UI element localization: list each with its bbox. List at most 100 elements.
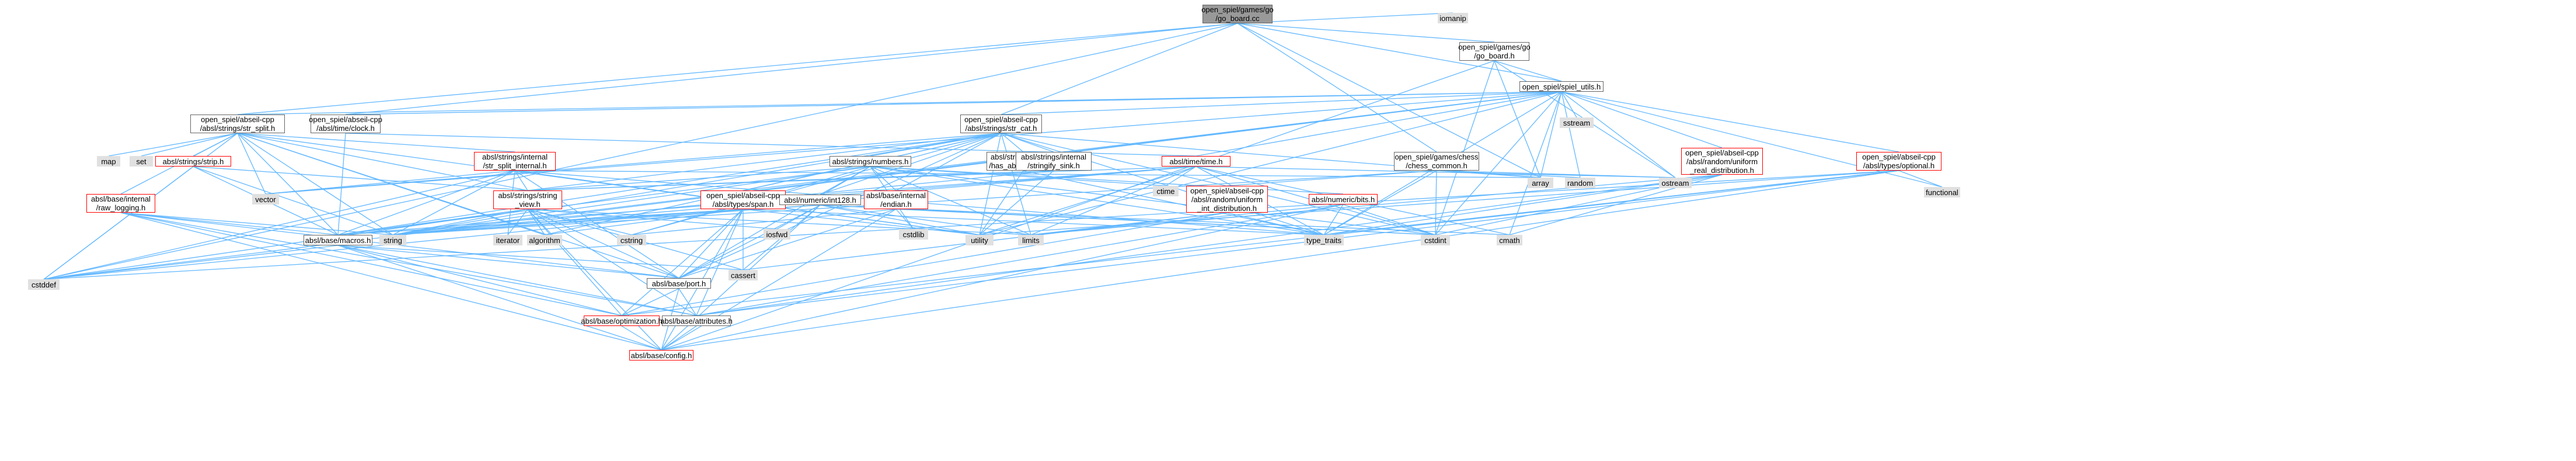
node-port[interactable]: absl/base/port.h: [647, 278, 711, 289]
edge-str_split-to-set: [141, 133, 238, 157]
node-cstdint[interactable]: cstdint: [1421, 235, 1450, 245]
node-label-line: open_spiel/abseil-cpp: [201, 115, 274, 124]
node-chess-common[interactable]: open_spiel/games/chess/chess_common.h: [1394, 152, 1479, 171]
node-optional[interactable]: open_spiel/abseil-cpp/absl/types/optiona…: [1856, 152, 1941, 171]
node-config[interactable]: absl/base/config.h: [629, 350, 693, 361]
node-random[interactable]: random: [1565, 178, 1595, 188]
node-array[interactable]: array: [1528, 178, 1553, 188]
edge-optional-to-functional: [1898, 170, 1943, 188]
edge-attributes-to-config: [661, 325, 697, 351]
edge-root-to-go_board_h: [1237, 23, 1495, 43]
edge-string_view-to-macros: [337, 209, 528, 235]
node-set[interactable]: set: [130, 156, 153, 167]
node-uniform-int-distribution[interactable]: open_spiel/abseil-cpp/absl/random/unifor…: [1186, 186, 1268, 213]
node-label-line: /go_board.h: [1474, 51, 1515, 60]
edge-int128-to-limits: [820, 204, 1031, 235]
edge-root-to-str_cat: [1001, 23, 1238, 115]
node-str-cat[interactable]: open_spiel/abseil-cpp/absl/strings/str_c…: [960, 115, 1042, 133]
edge-endian-to-cstring: [631, 209, 897, 235]
edge-chess_common-to-uniform_int: [1226, 170, 1437, 186]
node-iosfwd[interactable]: iosfwd: [764, 229, 790, 240]
node-str-split-internal[interactable]: absl/strings/internal/str_split_internal…: [474, 152, 556, 171]
edge-raw_logging-to-optimization: [120, 212, 622, 316]
edge-bits-to-cstdint: [1343, 204, 1436, 235]
node-label-line: absl/time/time.h: [1169, 157, 1223, 166]
node-label-line: absl/base/port.h: [651, 279, 706, 288]
node-go-board-cc[interactable]: open_spiel/games/go/go_board.cc: [1201, 5, 1274, 23]
node-cstdlib[interactable]: cstdlib: [899, 229, 928, 240]
node-label-line: open_spiel/games/chess: [1395, 152, 1479, 161]
edge-has_stringify-to-type_traits: [1023, 170, 1324, 235]
node-endian[interactable]: absl/base/internal/endian.h: [864, 190, 928, 209]
node-strip[interactable]: absl/strings/strip.h: [155, 156, 231, 167]
edge-str_split_internal-to-macros: [337, 170, 515, 235]
node-map[interactable]: map: [97, 156, 120, 167]
node-label-line: /absl/strings/str_cat.h: [965, 124, 1037, 133]
node-bits[interactable]: absl/numeric/bits.h: [1309, 194, 1378, 204]
edge-spiel_utils-to-time_clock: [345, 91, 1562, 115]
edge-spiel_utils-to-str_cat: [1001, 91, 1562, 115]
node-ostream[interactable]: ostream: [1659, 178, 1692, 188]
node-int128[interactable]: absl/numeric/int128.h: [779, 195, 861, 205]
node-vector[interactable]: vector: [252, 194, 279, 204]
edge-spiel_utils-to-time: [1195, 91, 1562, 157]
edge-string_view-to-port: [527, 209, 679, 279]
node-label-line: _int_distribution.h: [1197, 203, 1257, 213]
node-string-view[interactable]: absl/strings/string_view.h: [493, 190, 562, 209]
node-go-board-h[interactable]: open_spiel/games/go/go_board.h: [1458, 42, 1531, 61]
node-iterator[interactable]: iterator: [493, 235, 522, 245]
edge-string_view-to-config: [527, 209, 662, 351]
node-macros[interactable]: absl/base/macros.h: [304, 235, 372, 245]
node-label-line: absl/numeric/int128.h: [784, 195, 856, 204]
node-numbers[interactable]: absl/strings/numbers.h: [829, 156, 911, 167]
edge-chess_common-to-type_traits: [1323, 170, 1437, 235]
node-cstddef[interactable]: cstddef: [28, 279, 60, 290]
node-time[interactable]: absl/time/time.h: [1162, 156, 1231, 167]
node-label-line: cassert: [731, 271, 755, 280]
node-iomanip[interactable]: iomanip: [1438, 13, 1468, 23]
edge-stringify_sink-to-utility: [979, 170, 1054, 235]
node-time-clock[interactable]: open_spiel/abseil-cpp/absl/time/clock.h: [309, 115, 382, 133]
node-label-line: cstdint: [1424, 235, 1446, 245]
node-algorithm[interactable]: algorithm: [527, 235, 562, 245]
node-label-line: absl/base/attributes.h: [660, 316, 733, 325]
node-ctime[interactable]: ctime: [1153, 186, 1179, 196]
edge-uniform_int-to-type_traits: [1226, 212, 1324, 235]
node-label-line: cstdlib: [902, 230, 925, 239]
node-stringify-sink[interactable]: absl/strings/internal/stringify_sink.h: [1016, 152, 1092, 171]
node-utility[interactable]: utility: [965, 235, 994, 245]
node-cassert[interactable]: cassert: [728, 270, 758, 280]
edge-int128-to-macros: [337, 204, 821, 235]
edge-spiel_utils-to-uniform_real: [1561, 91, 1723, 148]
node-spiel-utils[interactable]: open_spiel/spiel_utils.h: [1519, 81, 1604, 92]
edge-port-to-attributes: [678, 288, 697, 316]
node-attributes[interactable]: absl/base/attributes.h: [660, 316, 733, 326]
edge-optimization-to-config: [621, 325, 662, 351]
node-uniform-real-distribution[interactable]: open_spiel/abseil-cpp/absl/random/unifor…: [1681, 148, 1763, 175]
edge-numbers-to-string: [392, 166, 871, 235]
node-optimization[interactable]: absl/base/optimization.h: [581, 316, 663, 326]
node-sstream[interactable]: sstream: [1560, 117, 1594, 128]
node-limits[interactable]: limits: [1018, 235, 1044, 245]
node-label-line: absl/base/internal: [866, 191, 926, 200]
node-cstring[interactable]: cstring: [617, 235, 646, 245]
node-cmath[interactable]: cmath: [1497, 235, 1522, 245]
node-string[interactable]: string: [379, 235, 406, 245]
node-label-line: open_spiel/games/go: [1458, 43, 1531, 51]
edge-uniform_int-to-limits: [1030, 212, 1228, 235]
node-str-split[interactable]: open_spiel/abseil-cpp/absl/strings/str_s…: [190, 115, 285, 133]
edge-root-to-time_clock: [345, 23, 1238, 115]
node-label-line: ostream: [1661, 178, 1689, 188]
node-span[interactable]: open_spiel/abseil-cpp/absl/types/span.h: [700, 190, 786, 209]
edge-str_split-to-port: [237, 133, 679, 279]
edge-uniform_real-to-limits: [1030, 174, 1723, 235]
node-label-line: /absl/time/clock.h: [316, 124, 375, 133]
edge-numbers-to-bits: [870, 166, 1344, 195]
edge-span-to-type_traits: [743, 209, 1324, 235]
node-label-line: cmath: [1499, 235, 1520, 245]
node-functional[interactable]: functional: [1924, 187, 1960, 197]
node-type-traits[interactable]: type_traits: [1304, 235, 1344, 245]
node-raw-logging[interactable]: absl/base/internal/raw_logging.h: [86, 194, 155, 213]
edge-strip-to-string: [193, 166, 393, 235]
